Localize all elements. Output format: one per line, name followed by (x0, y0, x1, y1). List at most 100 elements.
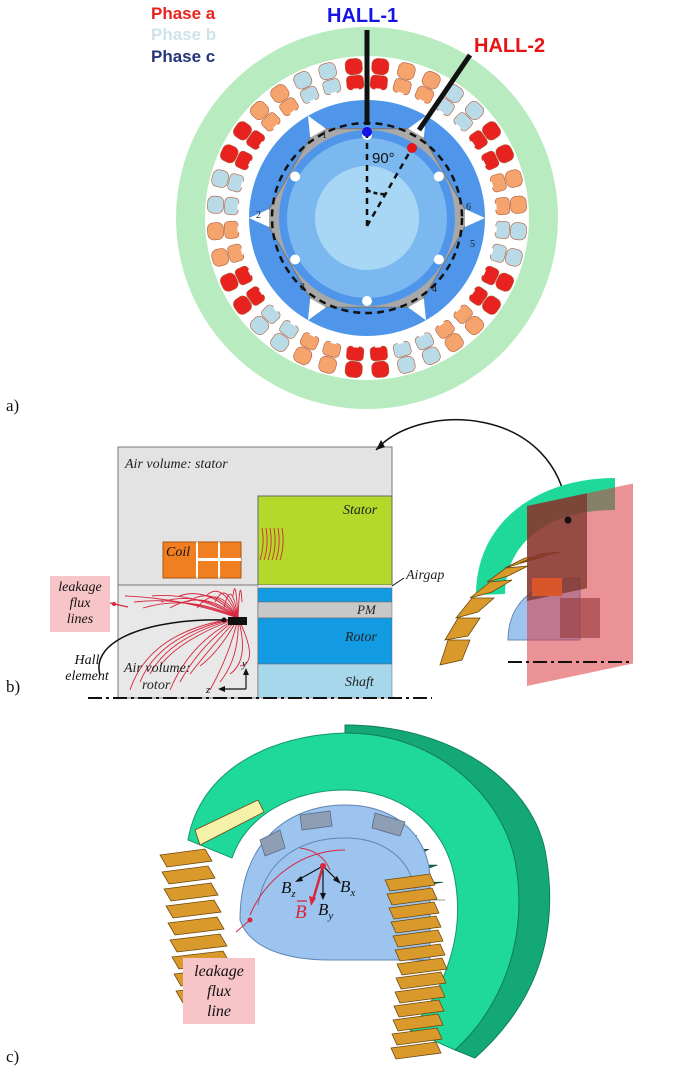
3d-rotor (239, 804, 431, 961)
stator-slot (270, 318, 299, 352)
stator-slot (467, 121, 501, 150)
stator-slot (453, 304, 484, 335)
b-vector-label: B (295, 902, 307, 923)
stator-slot (467, 286, 501, 315)
section-point (564, 516, 572, 524)
stator-slot (486, 243, 523, 267)
3d-stator-side (344, 724, 551, 1059)
leakage-line-2: flux (70, 596, 92, 611)
stator-slot (270, 84, 299, 118)
flux-line-c (249, 849, 346, 916)
stator-slot (414, 330, 441, 365)
leakage-c-2: flux (207, 983, 231, 1000)
leakage-line-3: lines (67, 612, 94, 627)
shaft-block (257, 663, 393, 699)
stator-slot (250, 101, 281, 132)
stator-slot (491, 195, 527, 216)
axis-z-label: z (205, 684, 211, 696)
pm-label: PM (356, 602, 377, 617)
rotor-top-band (257, 587, 393, 603)
legend-phase-a: Phase a (151, 4, 216, 23)
stator-slot (369, 58, 390, 94)
leakage-line-1: leakage (58, 580, 102, 595)
stator-slot (344, 342, 365, 378)
3d-teeth (439, 551, 561, 666)
stator-slot (453, 101, 484, 132)
angle-label: 90° (372, 150, 395, 167)
hall-label-1: Hall (74, 653, 100, 668)
stator-slot (435, 318, 464, 352)
bx-label: Bx (340, 877, 355, 899)
hall-label-2: element (65, 669, 110, 684)
stator-slot (207, 220, 243, 241)
airgap-band (258, 585, 392, 588)
slot-number: 5 (470, 239, 475, 250)
section-arrow-head (376, 440, 385, 450)
stator-slot (392, 62, 416, 99)
stator-slot (369, 342, 390, 378)
stator-slot (486, 169, 523, 193)
axis-y-head (243, 668, 249, 675)
panel-c: Bz Bx By B leakage flux line c) (6, 724, 551, 1066)
airgap-label: Airgap (405, 568, 444, 583)
stator-slots (207, 58, 527, 378)
stator-slot (233, 286, 267, 315)
stator-slot (344, 58, 365, 94)
hall-dot (221, 617, 227, 623)
field-vectors (295, 863, 341, 906)
3d-magnets (259, 810, 406, 857)
stator-block (257, 495, 393, 586)
shaft-label: Shaft (345, 675, 375, 690)
panel-c-label: c) (6, 1047, 19, 1066)
stator-label: Stator (343, 503, 378, 518)
leakage-note: leakage flux lines (50, 576, 129, 632)
leakage-pointer (235, 919, 251, 933)
hall-1-sensor (362, 127, 372, 137)
rotor-block (257, 617, 393, 665)
stator-slot (211, 243, 248, 267)
stator-slot (293, 71, 320, 106)
stator-slot (479, 265, 514, 292)
air-volume-stator-label: Air volume: stator (124, 457, 228, 472)
magnet-gaps (249, 115, 485, 321)
stator-slot (250, 304, 281, 335)
coil-block (162, 541, 242, 579)
stator-slot (220, 265, 255, 292)
3d-half-motor (439, 478, 633, 686)
axis-z-head (218, 686, 225, 692)
rotor-label: Rotor (344, 630, 377, 645)
bz-label: Bz (281, 878, 296, 900)
legend-phase-c: Phase c (151, 47, 215, 66)
stator-slot (479, 144, 514, 171)
panel-b-label: b) (6, 677, 20, 696)
leakage-note-c: leakage flux line (183, 958, 255, 1024)
slot-number: 1 (322, 130, 327, 141)
slot-number: 3 (300, 282, 305, 293)
radius-line-2 (365, 147, 414, 227)
by-label: By (318, 900, 333, 922)
section-pointer (375, 418, 569, 519)
slot-number: 2 (256, 210, 261, 221)
stator-slot (318, 337, 342, 374)
legend-phase-b: Phase b (151, 25, 216, 44)
panel-b: Air volume: stator Stator Coil Airgap PM… (6, 418, 633, 699)
hall-2-sensor (407, 143, 417, 153)
panel-a-label: a) (6, 396, 19, 415)
hall-pointer (98, 619, 227, 676)
stator-slot (293, 330, 320, 365)
stator-slot (318, 62, 342, 99)
hall-2-label: HALL-2 (474, 35, 545, 57)
stator-slot (233, 121, 267, 150)
airgap-pointer (391, 577, 405, 587)
stator-slot (220, 144, 255, 171)
leakage-c-1: leakage (194, 963, 244, 980)
angle-arc (366, 188, 387, 196)
coil-label: Coil (166, 545, 190, 560)
shaft (315, 166, 419, 270)
hall-element (228, 617, 247, 625)
hall-2-pointer (416, 53, 473, 132)
